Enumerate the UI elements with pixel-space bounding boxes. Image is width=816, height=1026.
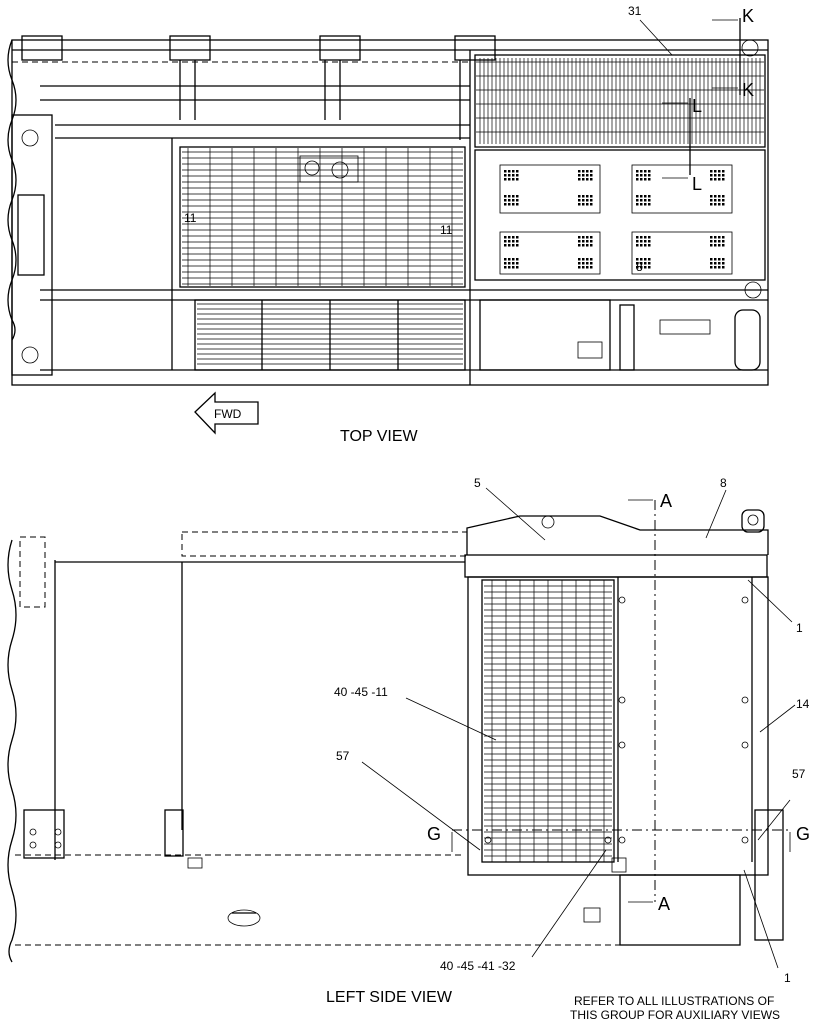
center-grille <box>179 146 466 288</box>
callout-57: 57 <box>336 749 350 763</box>
break-line <box>7 539 17 963</box>
radiator-core <box>474 54 766 148</box>
fwd-label: FWD <box>214 407 242 421</box>
callout-11: 11 <box>184 211 197 225</box>
section-mark-l: L <box>692 174 702 194</box>
callout-1: 1 <box>784 971 791 985</box>
callout-40-45-41-32: 40 -45 -41 -32 <box>440 959 516 973</box>
side-view <box>7 487 796 969</box>
section-mark-k: K <box>742 6 754 26</box>
section-mark-g: G <box>427 824 441 844</box>
callout-31: 31 <box>628 4 642 18</box>
callout-14: 14 <box>796 697 810 711</box>
fwd-arrow <box>194 391 259 435</box>
section-mark-g: G <box>796 824 810 844</box>
note-line-1: REFER TO ALL ILLUSTRATIONS OF <box>574 994 774 1008</box>
left-end-frame <box>11 114 53 376</box>
top-outer-frame <box>11 39 769 386</box>
section-mark-a: A <box>658 894 670 914</box>
section-mark-k: K <box>742 80 754 100</box>
top-rail <box>464 554 768 578</box>
top-view-title: TOP VIEW <box>340 428 419 445</box>
callout-40-45-11: 40 -45 -11 <box>334 685 388 699</box>
section-mark-a: A <box>660 491 672 511</box>
section-mark-l: L <box>692 96 702 116</box>
access-plate <box>474 149 766 281</box>
callout-8: 8 <box>636 260 643 274</box>
callout-11: 11 <box>440 223 453 237</box>
callout-8: 8 <box>720 476 727 490</box>
top-view <box>7 18 769 435</box>
callout-5: 5 <box>474 476 481 490</box>
callout-1: 1 <box>796 621 803 635</box>
side-view-title: LEFT SIDE VIEW <box>326 989 453 1006</box>
callout-57: 57 <box>792 767 806 781</box>
note-line-2: THIS GROUP FOR AUXILIARY VIEWS <box>570 1008 780 1022</box>
